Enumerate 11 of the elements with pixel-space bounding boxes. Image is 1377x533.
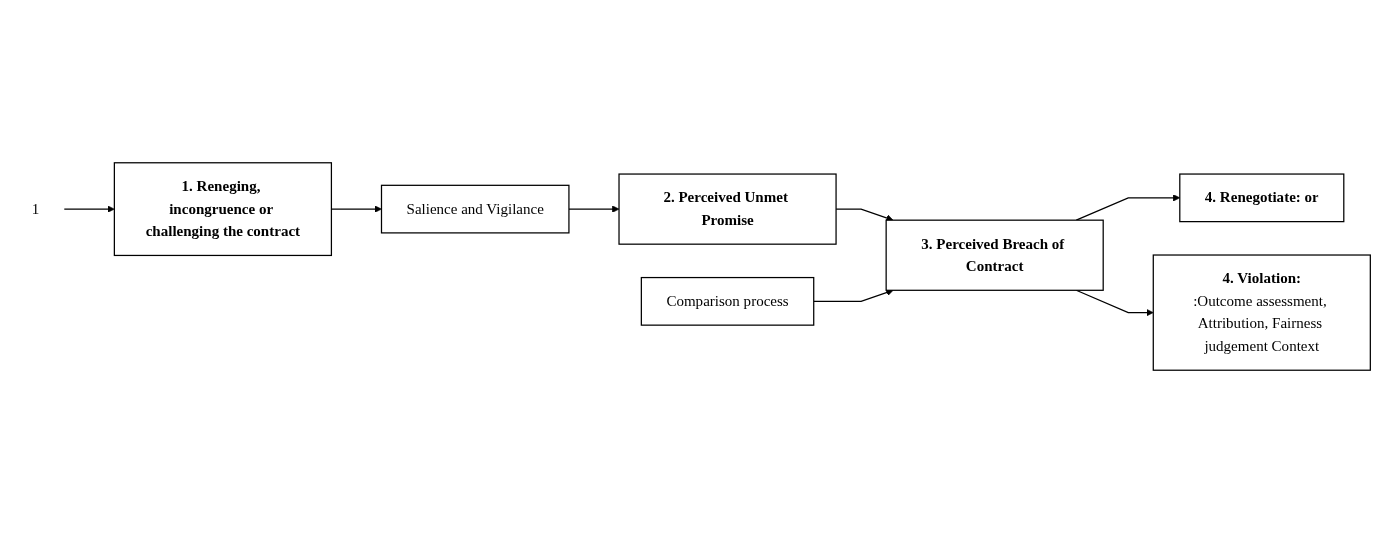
node-box: 1. Reneging, incongruence or challenging the contract [113,162,333,257]
node-box: Salience and Vigilance [380,184,570,234]
arrow [63,205,115,213]
node-box: 4. Violation: :Outcome assessment, Attribution, Fairness judgement Context [1152,254,1371,371]
node-box: 4. Renegotiate: or [1179,173,1345,223]
node-box: 3. Perceived Breach of Contract [885,219,1104,291]
arrow [813,289,894,302]
node-box: 2. Perceived Unmet Promise [618,173,837,245]
arrow [568,205,620,213]
node-text: 1 [31,200,40,218]
node-box: Comparison process [640,276,815,326]
